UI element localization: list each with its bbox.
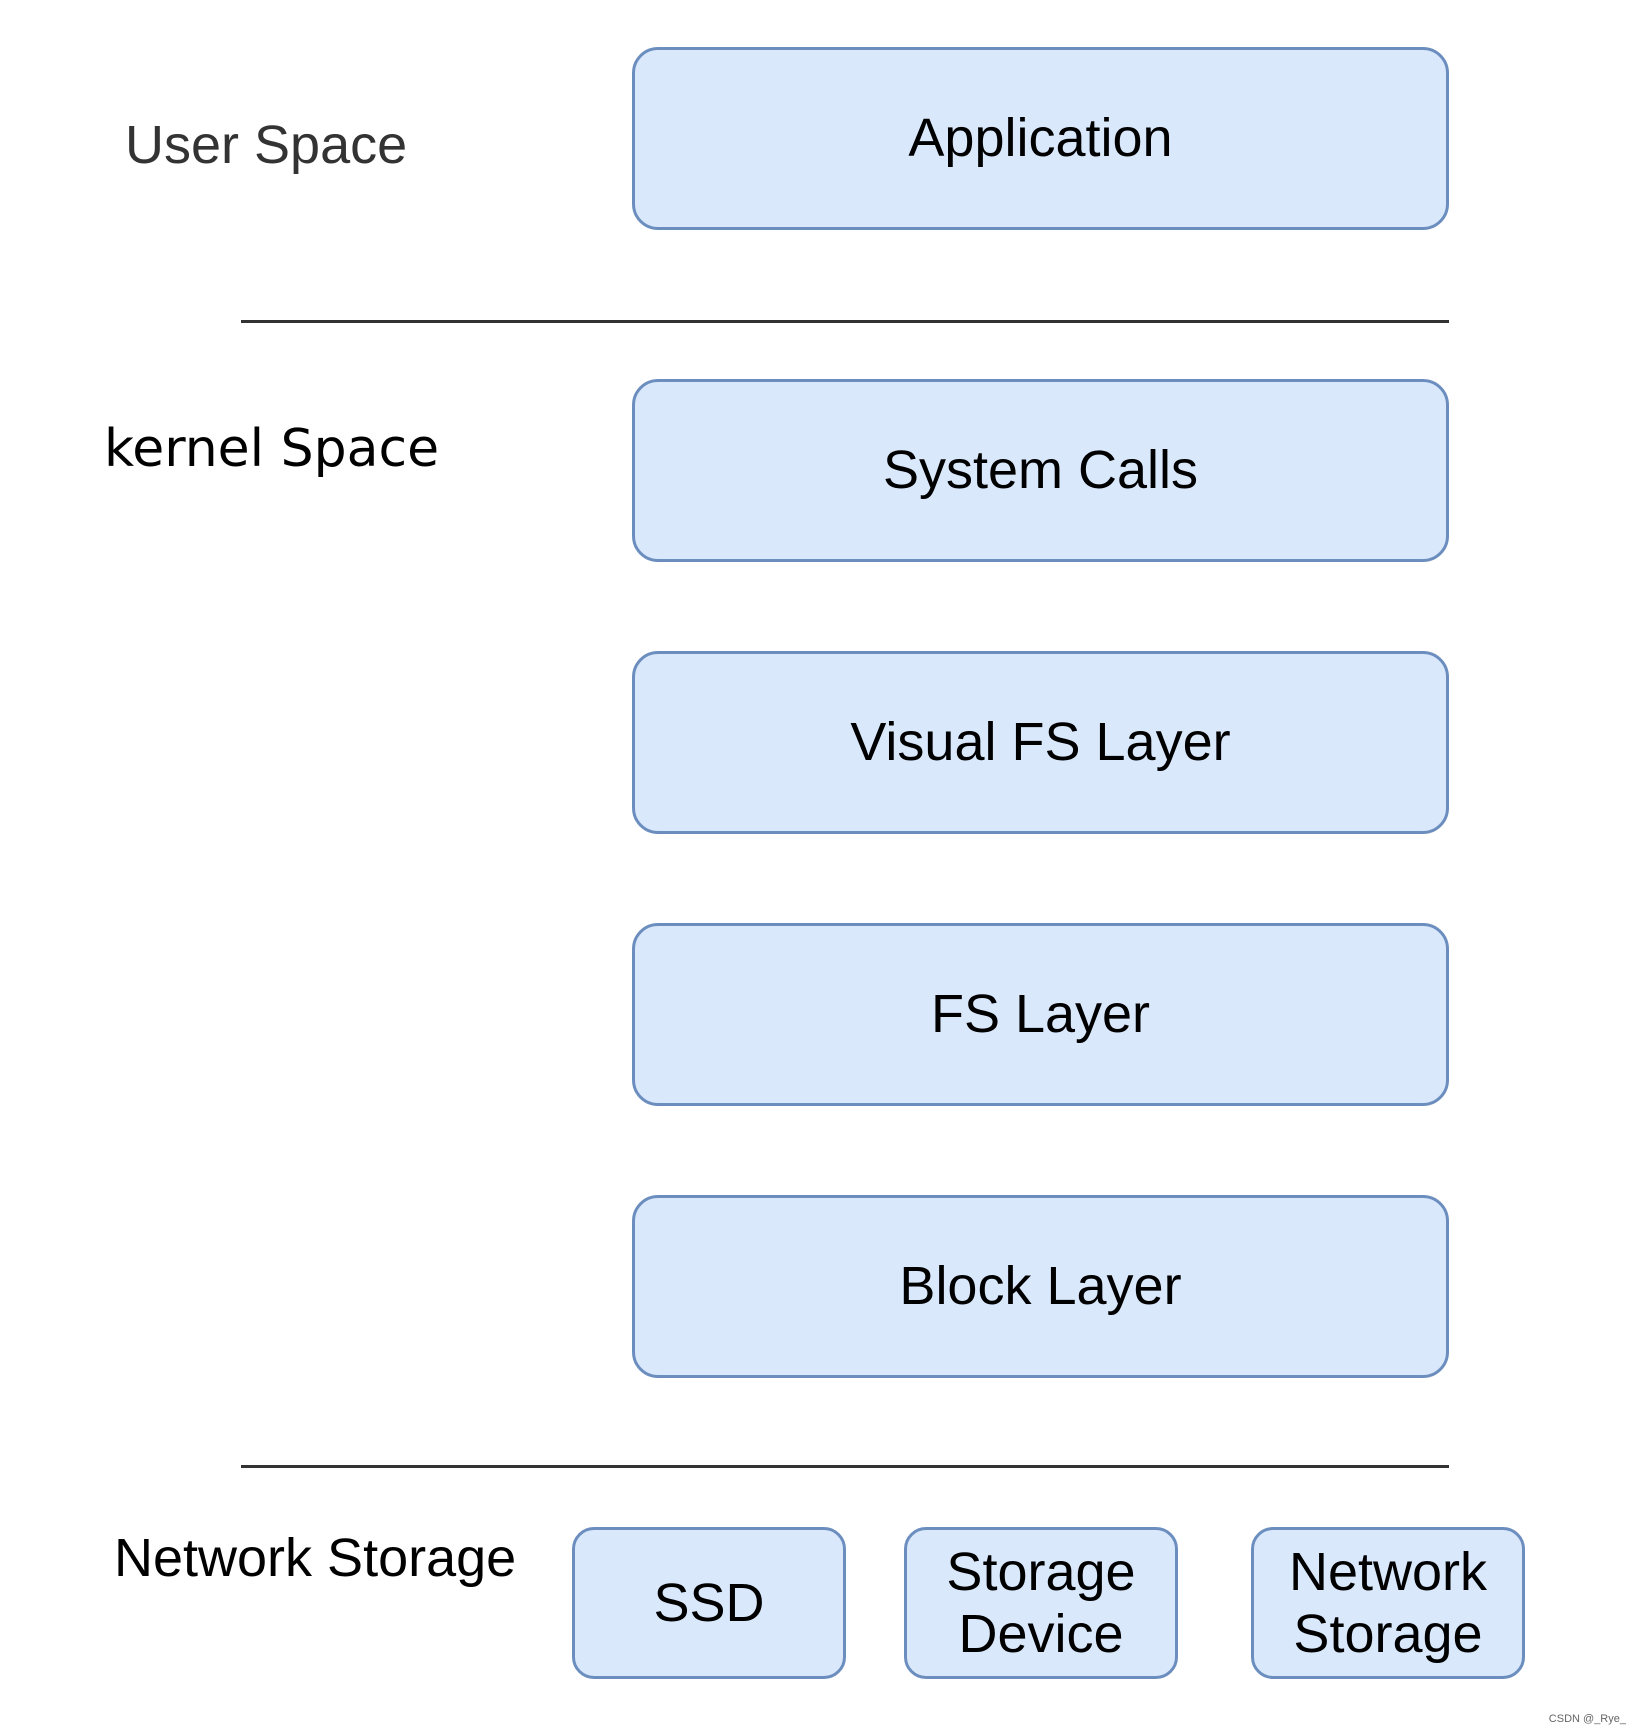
fs-layer-label: FS Layer — [930, 984, 1151, 1045]
fs-layer-box: FS Layer — [632, 923, 1449, 1106]
system-calls-box: System Calls — [632, 379, 1449, 562]
block-layer-label: Block Layer — [899, 1256, 1182, 1317]
storage-device-box: Storage Device — [904, 1527, 1178, 1679]
watermark: CSDN @_Rye_ — [1548, 1713, 1626, 1725]
network-storage-zone-label: Network Storage — [114, 1528, 517, 1588]
ssd-box: SSD — [572, 1527, 846, 1679]
visual-fs-layer-label: Visual FS Layer — [850, 712, 1231, 773]
storage-device-label: Storage Device — [946, 1541, 1136, 1664]
application-label: Application — [908, 108, 1173, 169]
network-storage-box: Network Storage — [1251, 1527, 1525, 1679]
ssd-label: SSD — [653, 1572, 765, 1633]
user-kernel-divider — [241, 320, 1449, 323]
network-storage-label: Network Storage — [1288, 1541, 1488, 1664]
kernel-storage-divider — [241, 1465, 1449, 1468]
kernel-space-label: kernel Space — [104, 419, 440, 479]
user-space-label: User Space — [125, 115, 408, 175]
visual-fs-layer-box: Visual FS Layer — [632, 651, 1449, 834]
block-layer-box: Block Layer — [632, 1195, 1449, 1378]
application-box: Application — [632, 47, 1449, 230]
system-calls-label: System Calls — [882, 440, 1199, 501]
